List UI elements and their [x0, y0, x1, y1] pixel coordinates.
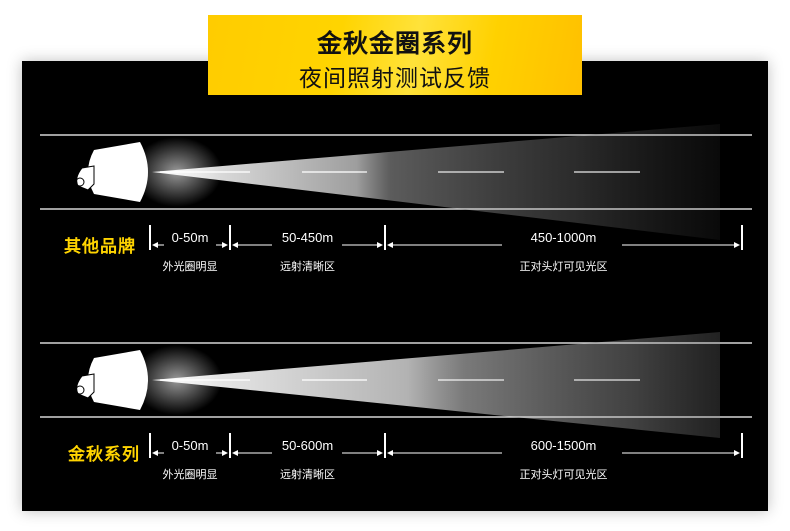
distance-label: 0-50m — [171, 438, 209, 453]
distance-label: 50-600m — [281, 438, 334, 453]
distance-label: 600-1500m — [530, 438, 597, 453]
title-banner: 金秋金圈系列 夜间照射测试反馈 — [208, 15, 582, 95]
comparison-row-other: 其他品牌 0-50m 50-450m 450-1000m 外光圈明显 远射清晰区… — [22, 122, 768, 273]
distance-label: 50-450m — [281, 230, 334, 245]
headlight-icon — [75, 142, 148, 202]
beam-diagram-jinqiu — [40, 332, 752, 458]
distance-ruler — [149, 225, 743, 250]
light-beam — [152, 332, 720, 438]
zone-caption: 外光圈明显 — [162, 468, 218, 481]
banner-subtitle: 夜间照射测试反馈 — [299, 66, 491, 92]
brand-label: 其他品牌 — [64, 237, 136, 257]
zone-caption: 远射清晰区 — [280, 260, 335, 273]
zone-caption: 正对头灯可见光区 — [519, 468, 608, 481]
beam-diagram-other — [40, 124, 752, 250]
zone-caption: 外光圈明显 — [162, 260, 218, 273]
arrow-marker-icon — [152, 242, 740, 248]
outer-halo — [132, 345, 222, 415]
distance-ruler — [149, 433, 743, 458]
light-beam — [152, 124, 720, 240]
brand-label: 金秋系列 — [68, 445, 140, 465]
distance-label: 450-1000m — [530, 230, 597, 245]
outer-halo — [132, 137, 222, 207]
zone-caption: 远射清晰区 — [280, 468, 335, 481]
comparison-row-jinqiu: 金秋系列 0-50m 50-600m 600-1500m 外光圈明显 远射清晰区… — [22, 330, 768, 481]
zone-caption: 正对头灯可见光区 — [519, 260, 608, 273]
headlight-icon — [75, 350, 148, 410]
arrow-marker-icon — [152, 450, 740, 456]
banner-title: 金秋金圈系列 — [316, 29, 473, 58]
distance-label: 0-50m — [171, 230, 209, 245]
